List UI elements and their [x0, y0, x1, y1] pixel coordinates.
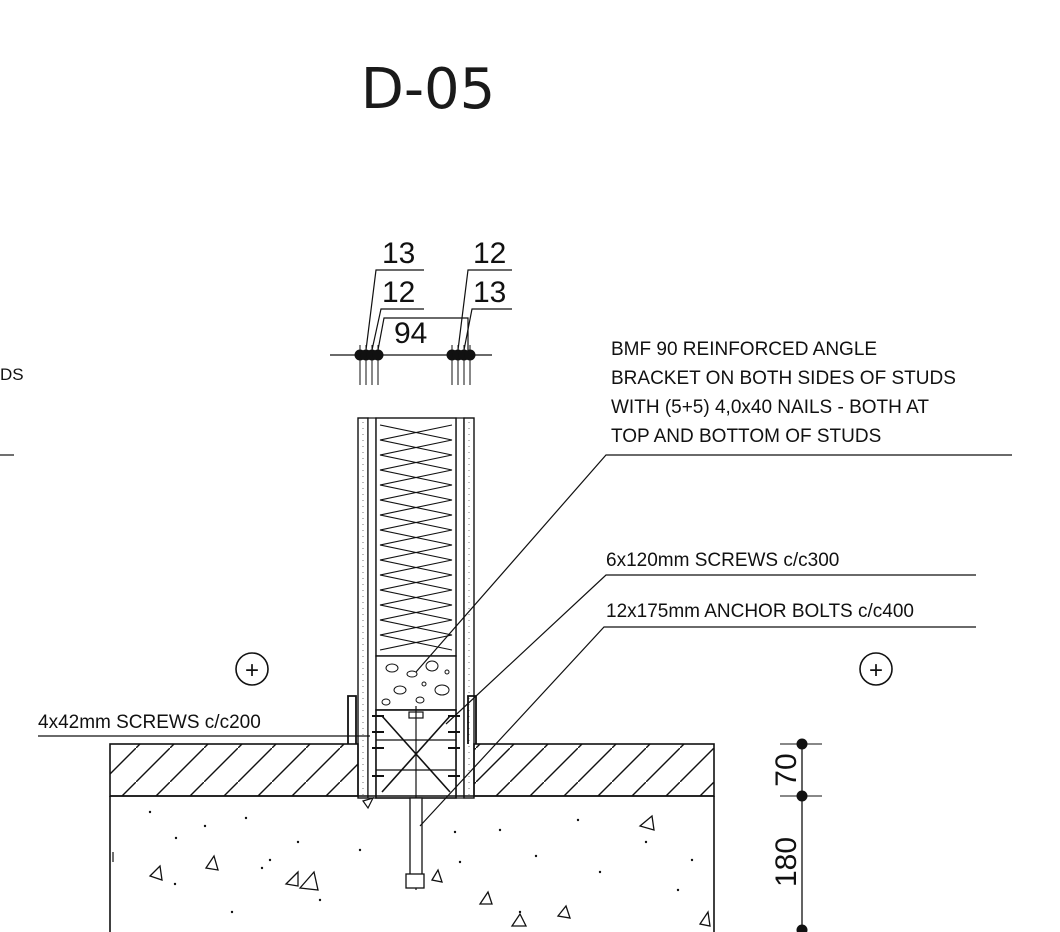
dim-left-outer: 13 [382, 237, 415, 270]
angle-bracket-right [467, 695, 477, 744]
dim-slab-bottom: 180 [770, 837, 803, 887]
svg-text:+: + [245, 657, 259, 684]
cut-left-label: DS [0, 365, 24, 384]
dim-left-inner: 12 [382, 276, 415, 309]
bracket-leader [415, 454, 1012, 673]
angle-bracket-left [347, 695, 357, 744]
wall-board-right-inner [455, 417, 465, 799]
dim-stud: 94 [394, 317, 427, 350]
screed-left [109, 743, 359, 797]
screws-6x120-label: 6x120mm SCREWS c/c300 [606, 550, 839, 571]
anchor-bolts-label: 12x175mm ANCHOR BOLTS c/c400 [606, 601, 914, 622]
screed-right [473, 743, 715, 797]
concrete-texture-dots [148, 810, 694, 914]
bracket-note-line3: WITH (5+5) 4,0x40 NAILS - BOTH AT [611, 397, 929, 418]
level-marker-left: + [235, 652, 269, 686]
side-dim-dot [796, 790, 808, 802]
side-dimensions: 70 180 [770, 738, 822, 932]
bracket-note-line2: BRACKET ON BOTH SIDES OF STUDS [611, 368, 956, 389]
concrete-aggregate [148, 814, 711, 927]
anchor-bolt-tip [405, 873, 425, 889]
dim-leader-right-inner [457, 269, 512, 351]
insulation-zigzag [379, 424, 453, 651]
dim-leader-left-outer [365, 269, 424, 351]
dim-slab-top: 70 [770, 753, 803, 786]
concrete-slab [109, 795, 715, 932]
side-dim-dot [796, 924, 808, 932]
dim-right-outer: 13 [473, 276, 506, 309]
screws-4x42-label: 4x42mm SCREWS c/c200 [38, 712, 261, 733]
concrete-mark [362, 797, 375, 810]
screws-6x120-leader [445, 574, 976, 725]
dim-right-inner: 12 [473, 237, 506, 270]
svg-text:+: + [869, 657, 883, 684]
wall-section [347, 417, 477, 890]
anchor-bolts-note: 12x175mm ANCHOR BOLTS c/c400 [419, 601, 976, 827]
drawing-title: D-05 [361, 57, 496, 122]
dim-dot [464, 349, 476, 361]
screed-layer [109, 743, 715, 797]
dim-leader-left-inner [371, 308, 424, 351]
bracket-note-line1: BMF 90 REINFORCED ANGLE [611, 339, 877, 360]
dim-leader-stud [377, 317, 469, 351]
bracket-note-line4: TOP AND BOTTOM OF STUDS [611, 426, 881, 447]
bracket-note: BMF 90 REINFORCED ANGLE BRACKET ON BOTH … [415, 339, 1012, 673]
side-dim-dot [796, 738, 808, 750]
wall-board-left-inner [367, 417, 377, 799]
dim-dot [372, 349, 384, 361]
anchor-bolt-body [409, 797, 423, 879]
anchor-bolts-leader [419, 626, 976, 827]
level-marker-right: + [859, 652, 893, 686]
screws-6x120-note: 6x120mm SCREWS c/c300 [445, 550, 976, 725]
dim-leader-right-outer [463, 308, 512, 351]
screws-4x42-note: 4x42mm SCREWS c/c200 [38, 712, 370, 737]
packed-insulation-texture [381, 660, 450, 706]
top-dimensions: 13 12 94 12 13 [330, 237, 512, 385]
